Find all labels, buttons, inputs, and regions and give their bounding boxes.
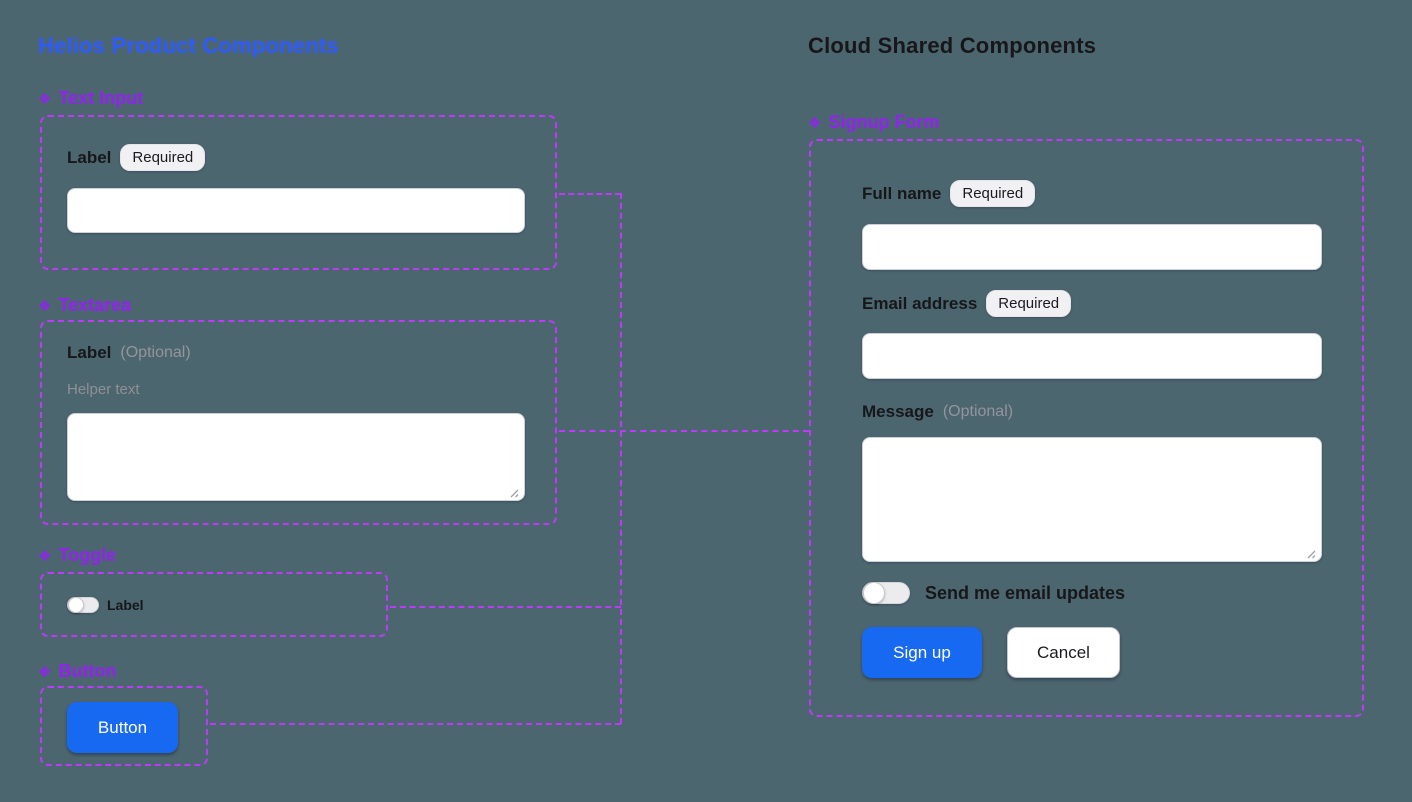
component-name: Text Input [58, 88, 144, 108]
button-component-frame [40, 686, 208, 766]
toggle-component-frame [40, 572, 388, 637]
field-label: Label [67, 147, 112, 167]
component-label-text-input: ❖ Text Input [38, 88, 143, 109]
email-label-row: Email address Required [862, 290, 1072, 317]
component-diamond-icon: ❖ [38, 548, 52, 565]
email-updates-label: Send me email updates [925, 583, 1126, 603]
required-badge: Required [950, 180, 1036, 207]
component-name: Button [58, 661, 117, 681]
email-input[interactable] [862, 333, 1322, 379]
full-name-input[interactable] [862, 224, 1322, 270]
textarea-label-row: Label (Optional) [67, 343, 191, 363]
cancel-button[interactable]: Cancel [1007, 627, 1120, 678]
toggle-label: Label [107, 597, 144, 613]
connector-line-toggle [390, 606, 621, 608]
textarea-field[interactable] [67, 413, 525, 501]
left-panel-title: Helios Product Components [38, 33, 339, 58]
email-updates-toggle[interactable] [862, 582, 910, 604]
text-input-component-frame [40, 115, 557, 270]
connector-line-text-input [559, 193, 621, 195]
toggle-knob [863, 582, 885, 604]
component-diamond-icon: ❖ [38, 298, 52, 315]
text-input-field[interactable] [67, 188, 525, 233]
field-label: Email address [862, 293, 978, 313]
optional-label: (Optional) [120, 344, 191, 361]
component-label-button: ❖ Button [38, 661, 116, 682]
message-textarea[interactable] [862, 437, 1322, 562]
component-name: Signup Form [828, 112, 940, 132]
connector-line-trunk [620, 193, 622, 724]
connector-line-button [210, 723, 621, 725]
component-diamond-icon: ❖ [38, 664, 52, 681]
field-label: Full name [862, 183, 942, 203]
required-badge: Required [986, 290, 1072, 317]
required-badge: Required [120, 144, 206, 171]
component-name: Textarea [58, 295, 132, 315]
textarea-component-frame [40, 320, 557, 525]
connector-line-textarea-to-form [559, 430, 809, 432]
optional-label: (Optional) [942, 403, 1014, 420]
toggle-switch[interactable] [67, 597, 99, 613]
component-label-toggle: ❖ Toggle [38, 545, 116, 566]
sign-up-button[interactable]: Sign up [862, 627, 982, 678]
helper-text: Helper text [67, 381, 140, 398]
right-panel-title: Cloud Shared Components [808, 33, 1097, 58]
field-label: Message [862, 402, 934, 421]
component-name: Toggle [58, 545, 117, 565]
full-name-label-row: Full name Required [862, 180, 1036, 207]
signup-form-component-frame [809, 139, 1364, 717]
component-diamond-icon: ❖ [808, 115, 822, 132]
text-input-label-row: Label Required [67, 144, 206, 171]
field-label: Label [67, 343, 112, 362]
button-component[interactable]: Button [67, 702, 178, 753]
component-label-textarea: ❖ Textarea [38, 295, 131, 316]
component-label-signup-form: ❖ Signup Form [808, 112, 939, 133]
message-label-row: Message (Optional) [862, 402, 1013, 422]
toggle-knob [68, 597, 84, 613]
component-diamond-icon: ❖ [38, 91, 52, 108]
